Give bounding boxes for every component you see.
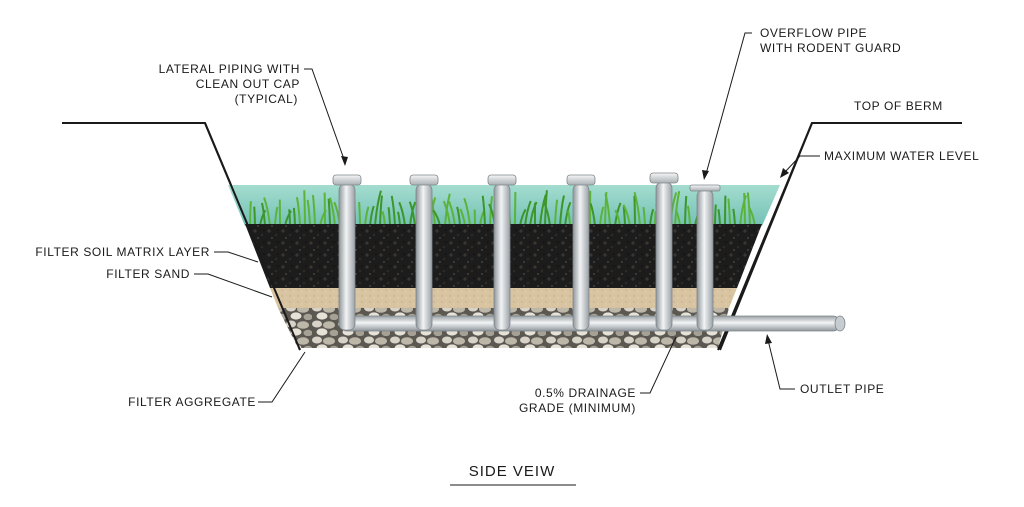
grass-blade xyxy=(447,200,456,227)
filter-aggregate-label: FILTER AGGREGATE xyxy=(128,395,256,409)
clean-out-cap xyxy=(409,174,439,186)
grass-blade xyxy=(463,197,471,227)
grass-blade xyxy=(554,199,559,227)
clean-out-cap xyxy=(487,174,517,186)
outlet-pipe-label: OUTLET PIPE xyxy=(800,382,884,396)
grass-blade xyxy=(442,200,451,227)
grass-blade xyxy=(622,204,631,227)
grass-blade xyxy=(524,200,532,227)
overflow-pipe-label-line1: OVERFLOW PIPE xyxy=(760,26,867,40)
max-water-leader xyxy=(784,155,820,173)
overflow-pipe xyxy=(689,184,721,331)
grass-blade xyxy=(249,201,252,227)
grass-blade xyxy=(261,202,266,227)
grass-blade xyxy=(398,201,406,227)
grass-blade xyxy=(727,198,731,227)
grass-blade xyxy=(633,191,641,227)
grass-blade xyxy=(604,193,611,227)
grass-blade xyxy=(559,195,565,227)
grass-blade xyxy=(674,190,681,227)
outlet-pipe-arrow xyxy=(765,334,772,344)
grass-blade xyxy=(306,199,311,227)
lateral-piping-leader xyxy=(304,68,346,163)
top-of-berm-label: TOP OF BERM xyxy=(854,99,943,113)
grass-blade xyxy=(589,203,596,227)
max-water-level-label: MAXIMUM WATER LEVEL xyxy=(824,149,979,163)
lateral-pipe xyxy=(487,174,517,331)
trench-wall-left xyxy=(204,122,301,351)
grass-blade xyxy=(263,197,271,227)
overflow-pipe-label-line2: WITH RODENT GUARD xyxy=(760,41,901,55)
overflow-pipe-arrow xyxy=(702,170,709,180)
grass-blade xyxy=(390,195,396,227)
filter-sand-leader xyxy=(194,273,273,298)
filter-soil-leader xyxy=(214,251,259,263)
drainage-grade-leader xyxy=(640,336,677,394)
grass-blade xyxy=(714,204,717,227)
grass-blade xyxy=(481,195,486,227)
overflow-pipe-leader xyxy=(705,32,752,175)
grass-blade xyxy=(408,201,416,227)
filter-sand-label: FILTER SAND xyxy=(106,267,190,281)
trench-wall-right xyxy=(717,122,813,351)
lateral-pipes xyxy=(332,172,721,331)
lateral-piping-label-line1: LATERAL PIPING WITH xyxy=(159,62,300,76)
grass-blade xyxy=(295,197,301,227)
drainage-grade-label-line2: GRADE (MINIMUM) xyxy=(519,401,636,415)
filter-soil-label: FILTER SOIL MATRIX LAYER xyxy=(35,245,210,259)
grass-blade xyxy=(288,209,291,227)
clean-out-cap xyxy=(566,174,596,186)
grass-blade xyxy=(311,194,316,227)
lateral-piping-label-line3: (TYPICAL) xyxy=(235,92,298,106)
grass-blade xyxy=(253,206,256,227)
grass-blade xyxy=(358,202,361,227)
filter-aggregate-leader xyxy=(258,351,306,403)
max-water-arrow xyxy=(780,168,789,178)
grass-blade xyxy=(654,211,657,227)
lateral-pipe xyxy=(649,172,679,331)
grass-blade xyxy=(564,201,572,227)
grass-blade xyxy=(374,190,382,227)
grass-blade xyxy=(328,197,336,227)
grass-blade xyxy=(379,195,383,227)
grass-blade xyxy=(539,194,547,227)
grass-blade xyxy=(633,195,636,227)
lateral-piping-label-line2: CLEAN OUT CAP xyxy=(196,77,300,91)
grass-blade xyxy=(743,192,746,227)
grass-blade xyxy=(303,190,306,227)
grass-blade xyxy=(684,196,688,227)
lateral-pipe xyxy=(409,174,439,331)
grass-blade xyxy=(543,201,551,227)
clean-out-cap xyxy=(332,174,362,186)
lateral-pipe xyxy=(566,174,596,331)
drainage-grade-label-line1: 0.5% DRAINAGE xyxy=(535,386,636,400)
rodent-guard xyxy=(689,184,721,192)
clean-out-cap xyxy=(649,172,679,184)
grass-blade xyxy=(327,198,331,227)
lateral-piping-arrow xyxy=(341,156,348,166)
outlet-pipe-leader xyxy=(767,339,795,390)
diagram-title: SIDE VEIW xyxy=(469,463,556,480)
grass-blade xyxy=(292,207,296,227)
lateral-pipe xyxy=(332,174,362,331)
